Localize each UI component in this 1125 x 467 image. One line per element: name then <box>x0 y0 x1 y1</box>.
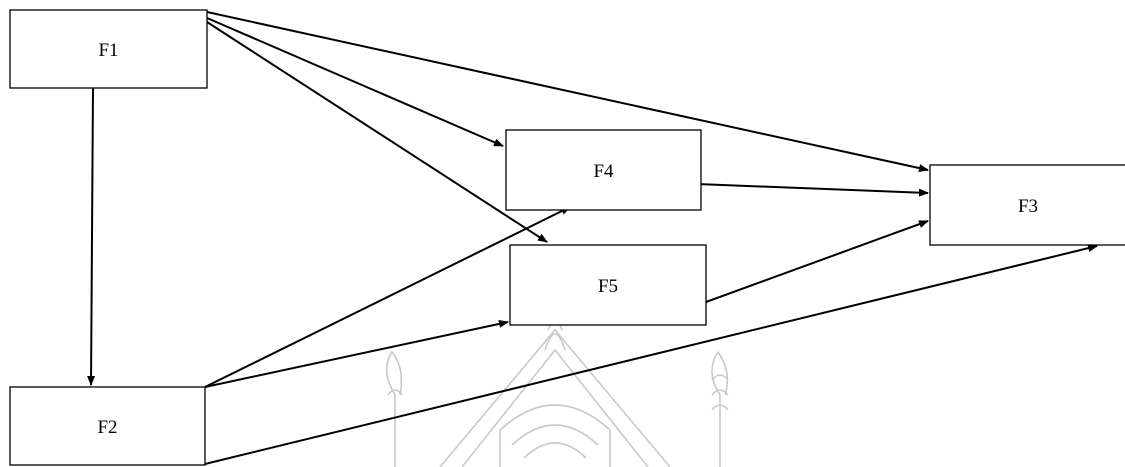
node-f3: F3 <box>929 164 1125 246</box>
edge-f1-to-f3 <box>206 11 929 172</box>
node-label-f5: F5 <box>598 276 618 297</box>
edges-layer <box>87 11 1098 465</box>
edge-f1-to-f4 <box>206 17 504 147</box>
edge-f2-to-f5 <box>204 319 509 388</box>
node-label-f3: F3 <box>1018 196 1038 217</box>
edge-f4-to-f3 <box>696 183 929 197</box>
node-box-f2 <box>9 386 206 466</box>
node-f1: F1 <box>9 9 208 89</box>
node-f5: F5 <box>509 244 707 326</box>
node-label-f1: F1 <box>98 40 118 61</box>
edge-f2-to-f4 <box>204 206 571 388</box>
node-label-f2: F2 <box>97 417 117 438</box>
node-box-f1 <box>9 9 208 89</box>
edge-f2-to-f3 <box>204 244 1098 465</box>
edge-f5-to-f3 <box>705 220 929 303</box>
node-label-f4: F4 <box>593 161 614 182</box>
edge-f1-to-f5 <box>206 21 548 243</box>
university-seal-icon <box>385 320 729 467</box>
node-box-f4 <box>505 129 702 211</box>
node-f2: F2 <box>9 386 206 466</box>
node-box-f3 <box>929 164 1125 246</box>
node-f4: F4 <box>505 129 702 211</box>
edge-f1-to-f2 <box>87 87 96 386</box>
node-box-f5 <box>509 244 707 326</box>
